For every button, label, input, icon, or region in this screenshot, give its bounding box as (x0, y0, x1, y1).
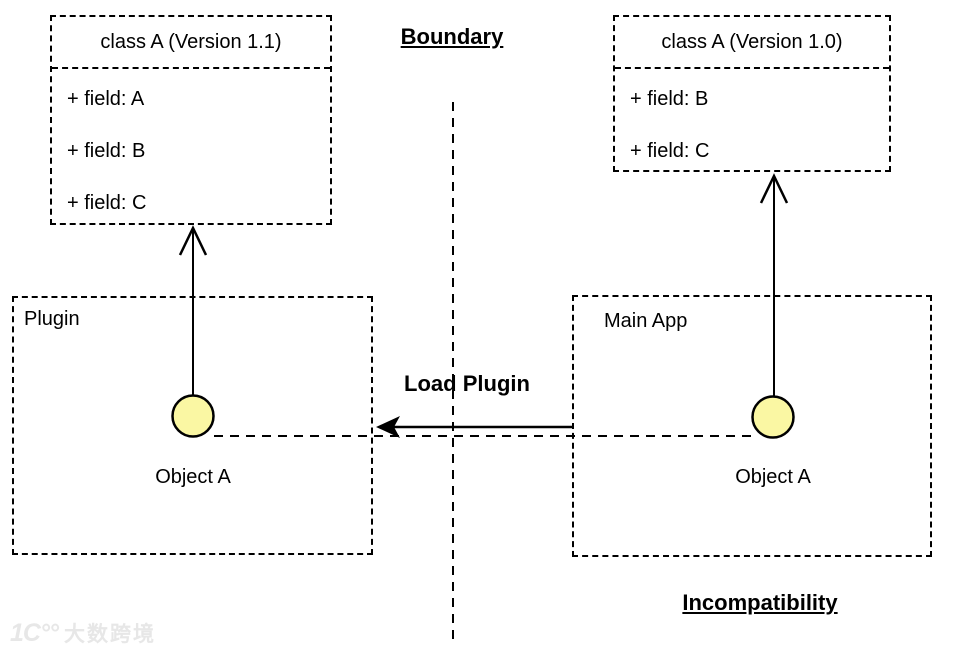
class-field: + field: B (630, 87, 709, 110)
mainapp-object-to-class-arrowhead-icon (759, 173, 789, 204)
watermark: 1C°° 大数跨境 (10, 618, 156, 648)
mainapp-container-box: Main App (572, 295, 932, 557)
class-field: + field: B (67, 139, 146, 162)
boundary-label: Boundary (400, 24, 504, 49)
class-field: + field: C (630, 139, 710, 162)
class-field: + field: C (67, 191, 147, 214)
watermark-text: 大数跨境 (63, 623, 156, 646)
class-title-version-1-0: class A (Version 1.0) (615, 17, 889, 69)
load-plugin-label: Load Plugin (404, 371, 530, 396)
class-box-version-1-1: class A (Version 1.1) + field: A + field… (50, 15, 332, 225)
class-fields-version-1-0: + field: B + field: C (615, 69, 889, 177)
class-box-version-1-0: class A (Version 1.0) + field: B + field… (613, 15, 891, 172)
plugin-object-label: Object A (155, 466, 231, 488)
mainapp-object-label: Object A (735, 466, 811, 488)
plugin-container-box: Plugin (12, 296, 373, 555)
watermark-logo-icon: 1C°° (10, 618, 59, 647)
incompatibility-label: Incompatibility (682, 590, 838, 615)
load-plugin-arrowhead-icon (376, 416, 400, 438)
class-title-version-1-1: class A (Version 1.1) (52, 17, 330, 69)
class-field: + field: A (67, 87, 145, 110)
plugin-container-label: Plugin (24, 308, 80, 330)
class-fields-version-1-1: + field: A + field: B + field: C (52, 69, 330, 229)
plugin-object-to-class-arrowhead-icon (178, 225, 208, 256)
mainapp-container-label: Main App (604, 310, 688, 332)
